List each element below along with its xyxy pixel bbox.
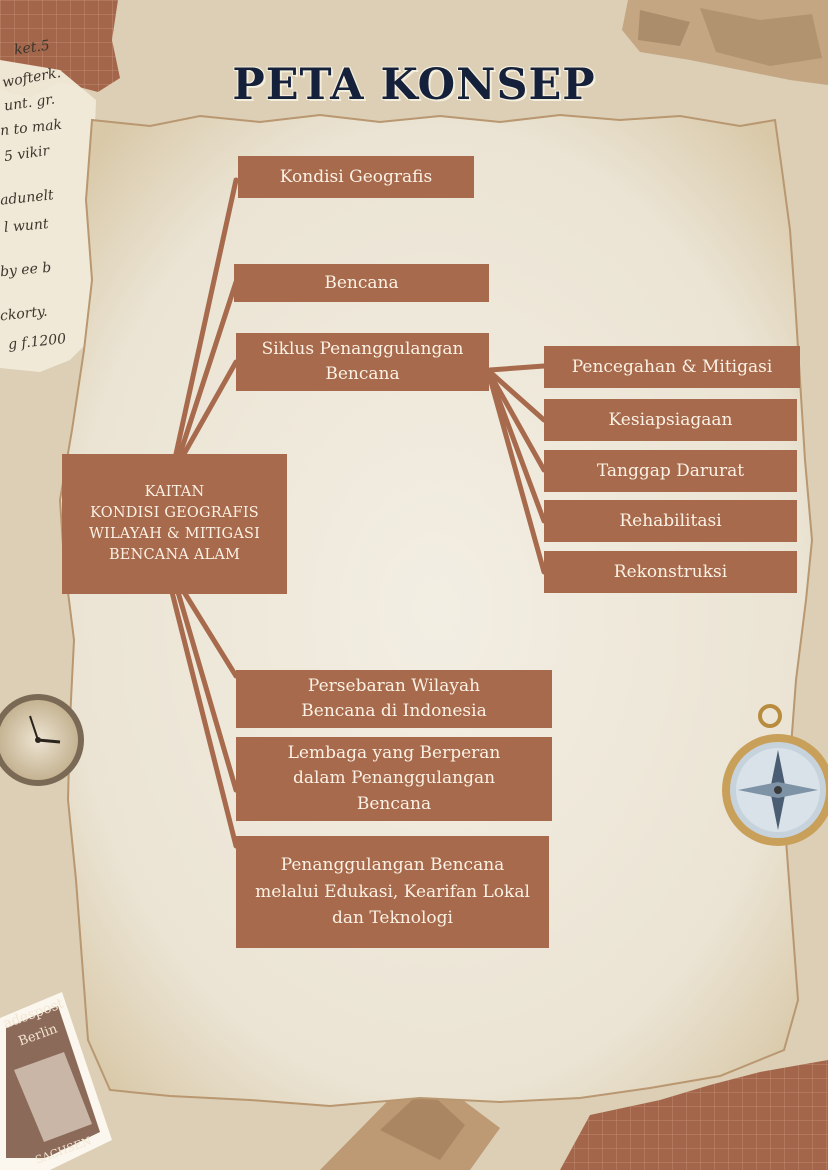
node-kesiapsiagaan: Kesiapsiagaan (544, 399, 797, 441)
stamp-decor (0, 992, 112, 1170)
grid-paper-bottom-right (560, 1060, 828, 1170)
handwriting-line: ket.5 (13, 37, 51, 59)
node-rehabilitasi: Rehabilitasi (544, 500, 797, 542)
compass-decor (722, 704, 828, 846)
node-tanggap-darurat: Tanggap Darurat (544, 450, 797, 492)
node-penanggulangan-edukasi: Penanggulangan Bencana melalui Edukasi, … (236, 836, 549, 948)
handwriting-line: by ee b (0, 259, 52, 281)
clock-decor (0, 694, 84, 786)
node-persebaran-wilayah: Persebaran Wilayah Bencana di Indonesia (236, 670, 552, 728)
handwriting-line: 5 vikir (3, 142, 51, 166)
handwriting-line: n to mak (0, 116, 63, 140)
handwriting-line: g f.1200 (7, 331, 67, 353)
central-node: KAITAN KONDISI GEOGRAFIS WILAYAH & MITIG… (62, 454, 287, 594)
handwriting-line: ckorty. (0, 303, 49, 325)
handwriting-line: adunelt (0, 187, 55, 209)
node-pencegahan-mitigasi: Pencegahan & Mitigasi (544, 346, 800, 388)
handwriting-decor: ket.5 wofterk. unt. gr. n to mak 5 vikir… (0, 0, 100, 380)
node-kondisi-geografis: Kondisi Geografis (238, 156, 474, 198)
node-bencana: Bencana (234, 264, 489, 302)
node-siklus-penanggulangan: Siklus Penanggulangan Bencana (236, 333, 489, 391)
handwriting-line: l wunt (3, 216, 50, 236)
node-rekonstruksi: Rekonstruksi (544, 551, 797, 593)
page-title: PETA KONSEP (232, 60, 596, 110)
letter-paper (0, 60, 100, 372)
node-lembaga-berperan: Lembaga yang Berperan dalam Penanggulang… (236, 737, 552, 821)
